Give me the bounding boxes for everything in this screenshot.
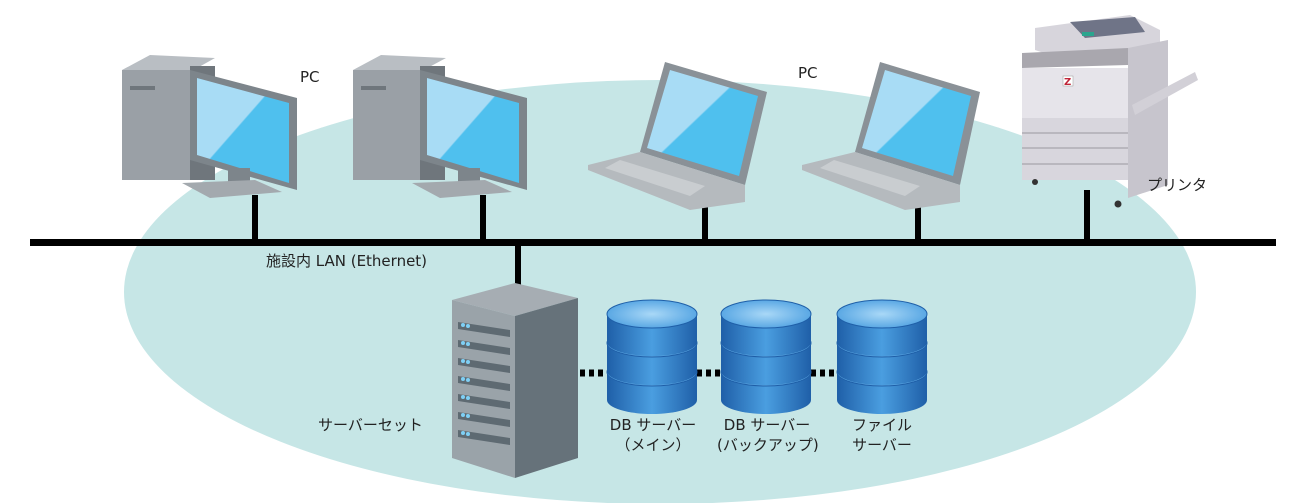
printer-label: プリンタ: [1147, 176, 1208, 194]
server-rack: [452, 283, 578, 478]
printer: Z: [1022, 15, 1198, 208]
pc-laptop-label: PC: [798, 64, 818, 82]
db-backup-cylinder: [720, 299, 812, 414]
db-main-label-line1: DB サーバー: [609, 416, 697, 434]
server-slot: [458, 340, 510, 355]
server-slot: [458, 322, 510, 337]
file-server-cylinder: [836, 299, 928, 414]
lan-line: [30, 239, 1276, 246]
server-set-label: サーバーセット: [318, 416, 423, 434]
db-main-label-line2: （メイン）: [615, 436, 691, 454]
server-slot: [458, 394, 510, 409]
pc-desktop-label: PC: [300, 68, 320, 86]
db-backup-label: DB サーバー (バックアップ): [717, 415, 819, 455]
server-slot: [458, 430, 510, 445]
printer-logo: Z: [1064, 77, 1071, 88]
db-main-cylinder: [606, 299, 698, 414]
desktop-pc-2: [353, 55, 527, 198]
lan-drops: [252, 190, 1090, 287]
file-server-label-line2: サーバー: [852, 436, 912, 454]
laptop-pc-2: [802, 62, 980, 210]
server-slot: [458, 376, 510, 391]
lan-label: 施設内 LAN (Ethernet): [266, 252, 428, 270]
db-main-label: DB サーバー （メイン）: [603, 415, 703, 455]
db-backup-label-line2: (バックアップ): [717, 436, 819, 454]
server-slot: [458, 358, 510, 373]
file-server-label-line1: ファイル: [851, 416, 912, 434]
desktop-pc-1: [122, 55, 297, 198]
laptop-pc-1: [588, 62, 767, 210]
server-slot: [458, 412, 510, 427]
db-backup-label-line1: DB サーバー: [723, 416, 811, 434]
file-server-label: ファイルサーバー: [832, 415, 932, 455]
